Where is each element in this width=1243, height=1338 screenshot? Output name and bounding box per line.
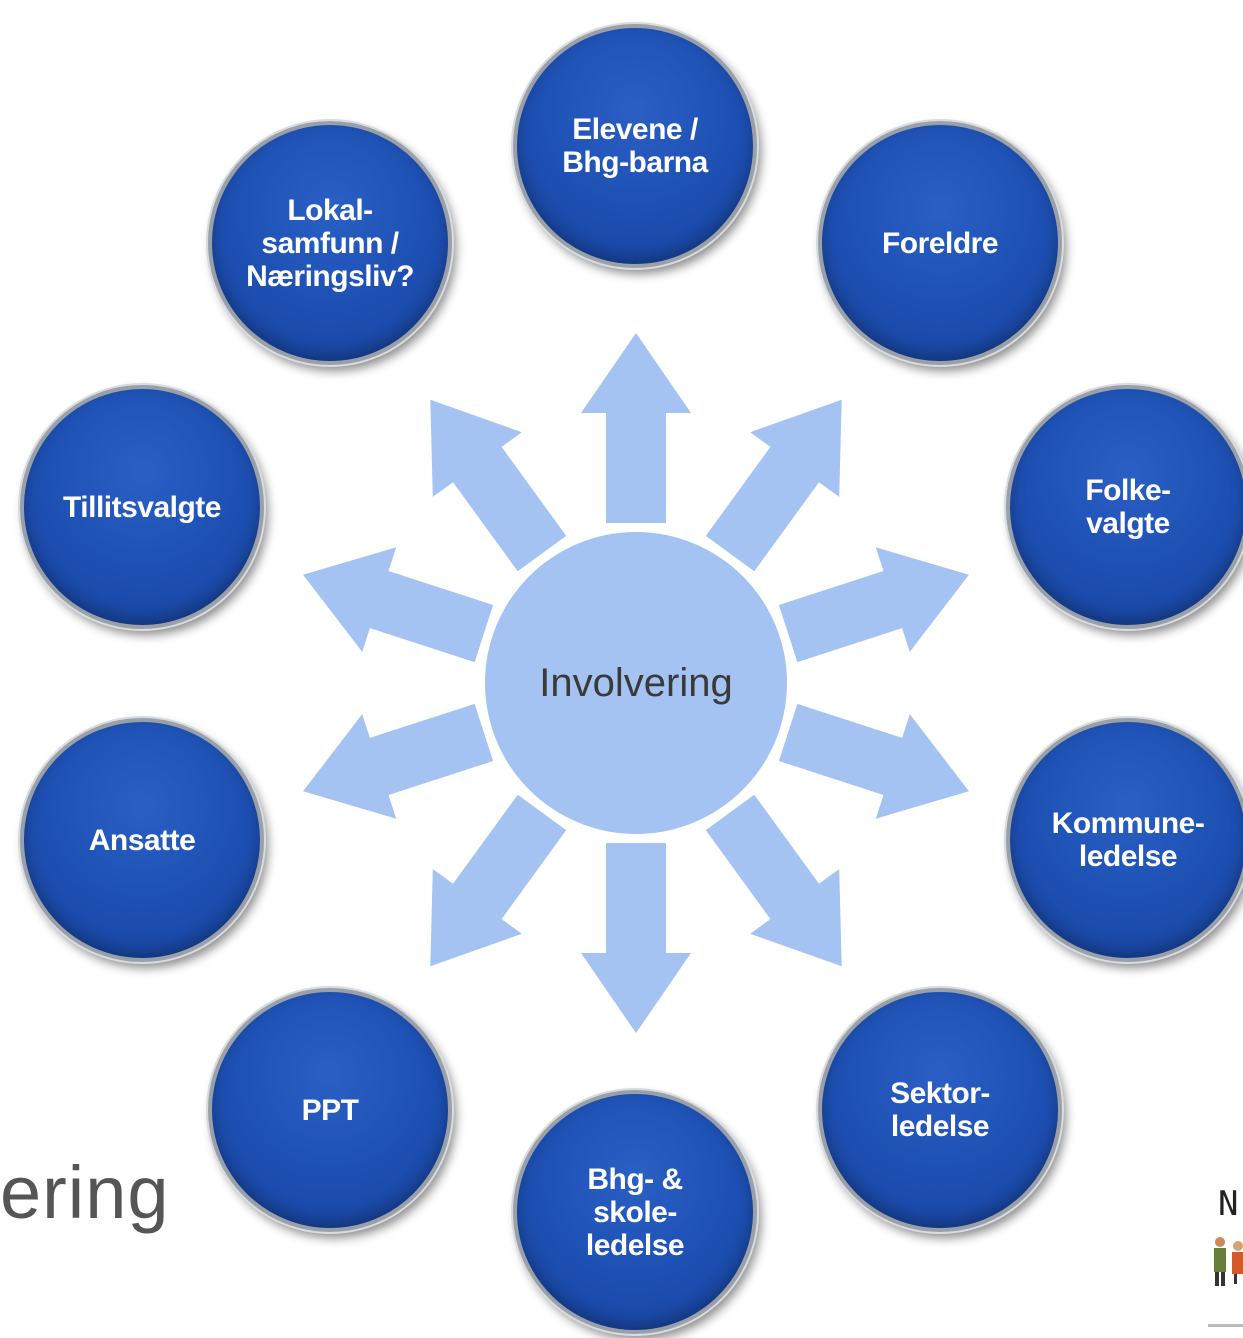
arrow-to-sektorledelse xyxy=(705,794,842,967)
node-label: Foreldre xyxy=(881,226,999,260)
node-label: PPT xyxy=(301,1093,359,1127)
arrow-to-ppt xyxy=(430,794,567,967)
corner-text-fragment: N xyxy=(1218,1184,1239,1224)
node-foreldre: Foreldre xyxy=(818,121,1062,365)
node-label: Lokal- samfunn / Næringsliv? xyxy=(246,193,414,293)
arrow-to-foreldre xyxy=(705,399,842,572)
arrow-to-bhg-skoleledelse xyxy=(581,843,691,1033)
node-lokalsamfunn: Lokal- samfunn / Næringsliv? xyxy=(208,121,452,365)
arrow-group xyxy=(303,333,969,1033)
node-ansatte: Ansatte xyxy=(20,718,264,962)
logo-figures-icon xyxy=(1208,1237,1243,1327)
node-bhg-skoleledelse: Bhg- & skole- ledelse xyxy=(513,1090,757,1334)
background-title-fragment: ering xyxy=(0,1151,170,1234)
node-elevene: Elevene / Bhg-barna xyxy=(513,24,757,268)
node-label: Ansatte xyxy=(88,823,196,857)
node-tillitsvalgte: Tillitsvalgte xyxy=(20,385,264,629)
center-label: Involvering xyxy=(539,660,733,705)
node-ppt: PPT xyxy=(208,988,452,1232)
node-label: Tillitsvalgte xyxy=(62,490,222,524)
node-label: Bhg- & skole- ledelse xyxy=(585,1162,685,1262)
center-circle: Involvering xyxy=(485,532,787,834)
arrow-to-tillitsvalgte xyxy=(303,547,494,663)
arrow-to-lokalsamfunn xyxy=(430,399,567,572)
node-sektorledelse: Sektor- ledelse xyxy=(818,988,1062,1232)
node-label: Kommune- ledelse xyxy=(1051,807,1205,873)
node-label: Folke- valgte xyxy=(1085,474,1171,540)
arrow-to-elevene xyxy=(581,333,691,523)
arrow-to-ansatte xyxy=(303,703,494,819)
node-label: Sektor- ledelse xyxy=(890,1077,990,1143)
node-kommuneledelse: Kommune- ledelse xyxy=(1006,718,1243,962)
arrow-to-folkevalgte xyxy=(778,547,969,663)
node-label: Elevene / Bhg-barna xyxy=(562,113,708,179)
node-folkevalgte: Folke- valgte xyxy=(1006,385,1243,629)
arrow-to-kommuneledelse xyxy=(778,703,969,819)
